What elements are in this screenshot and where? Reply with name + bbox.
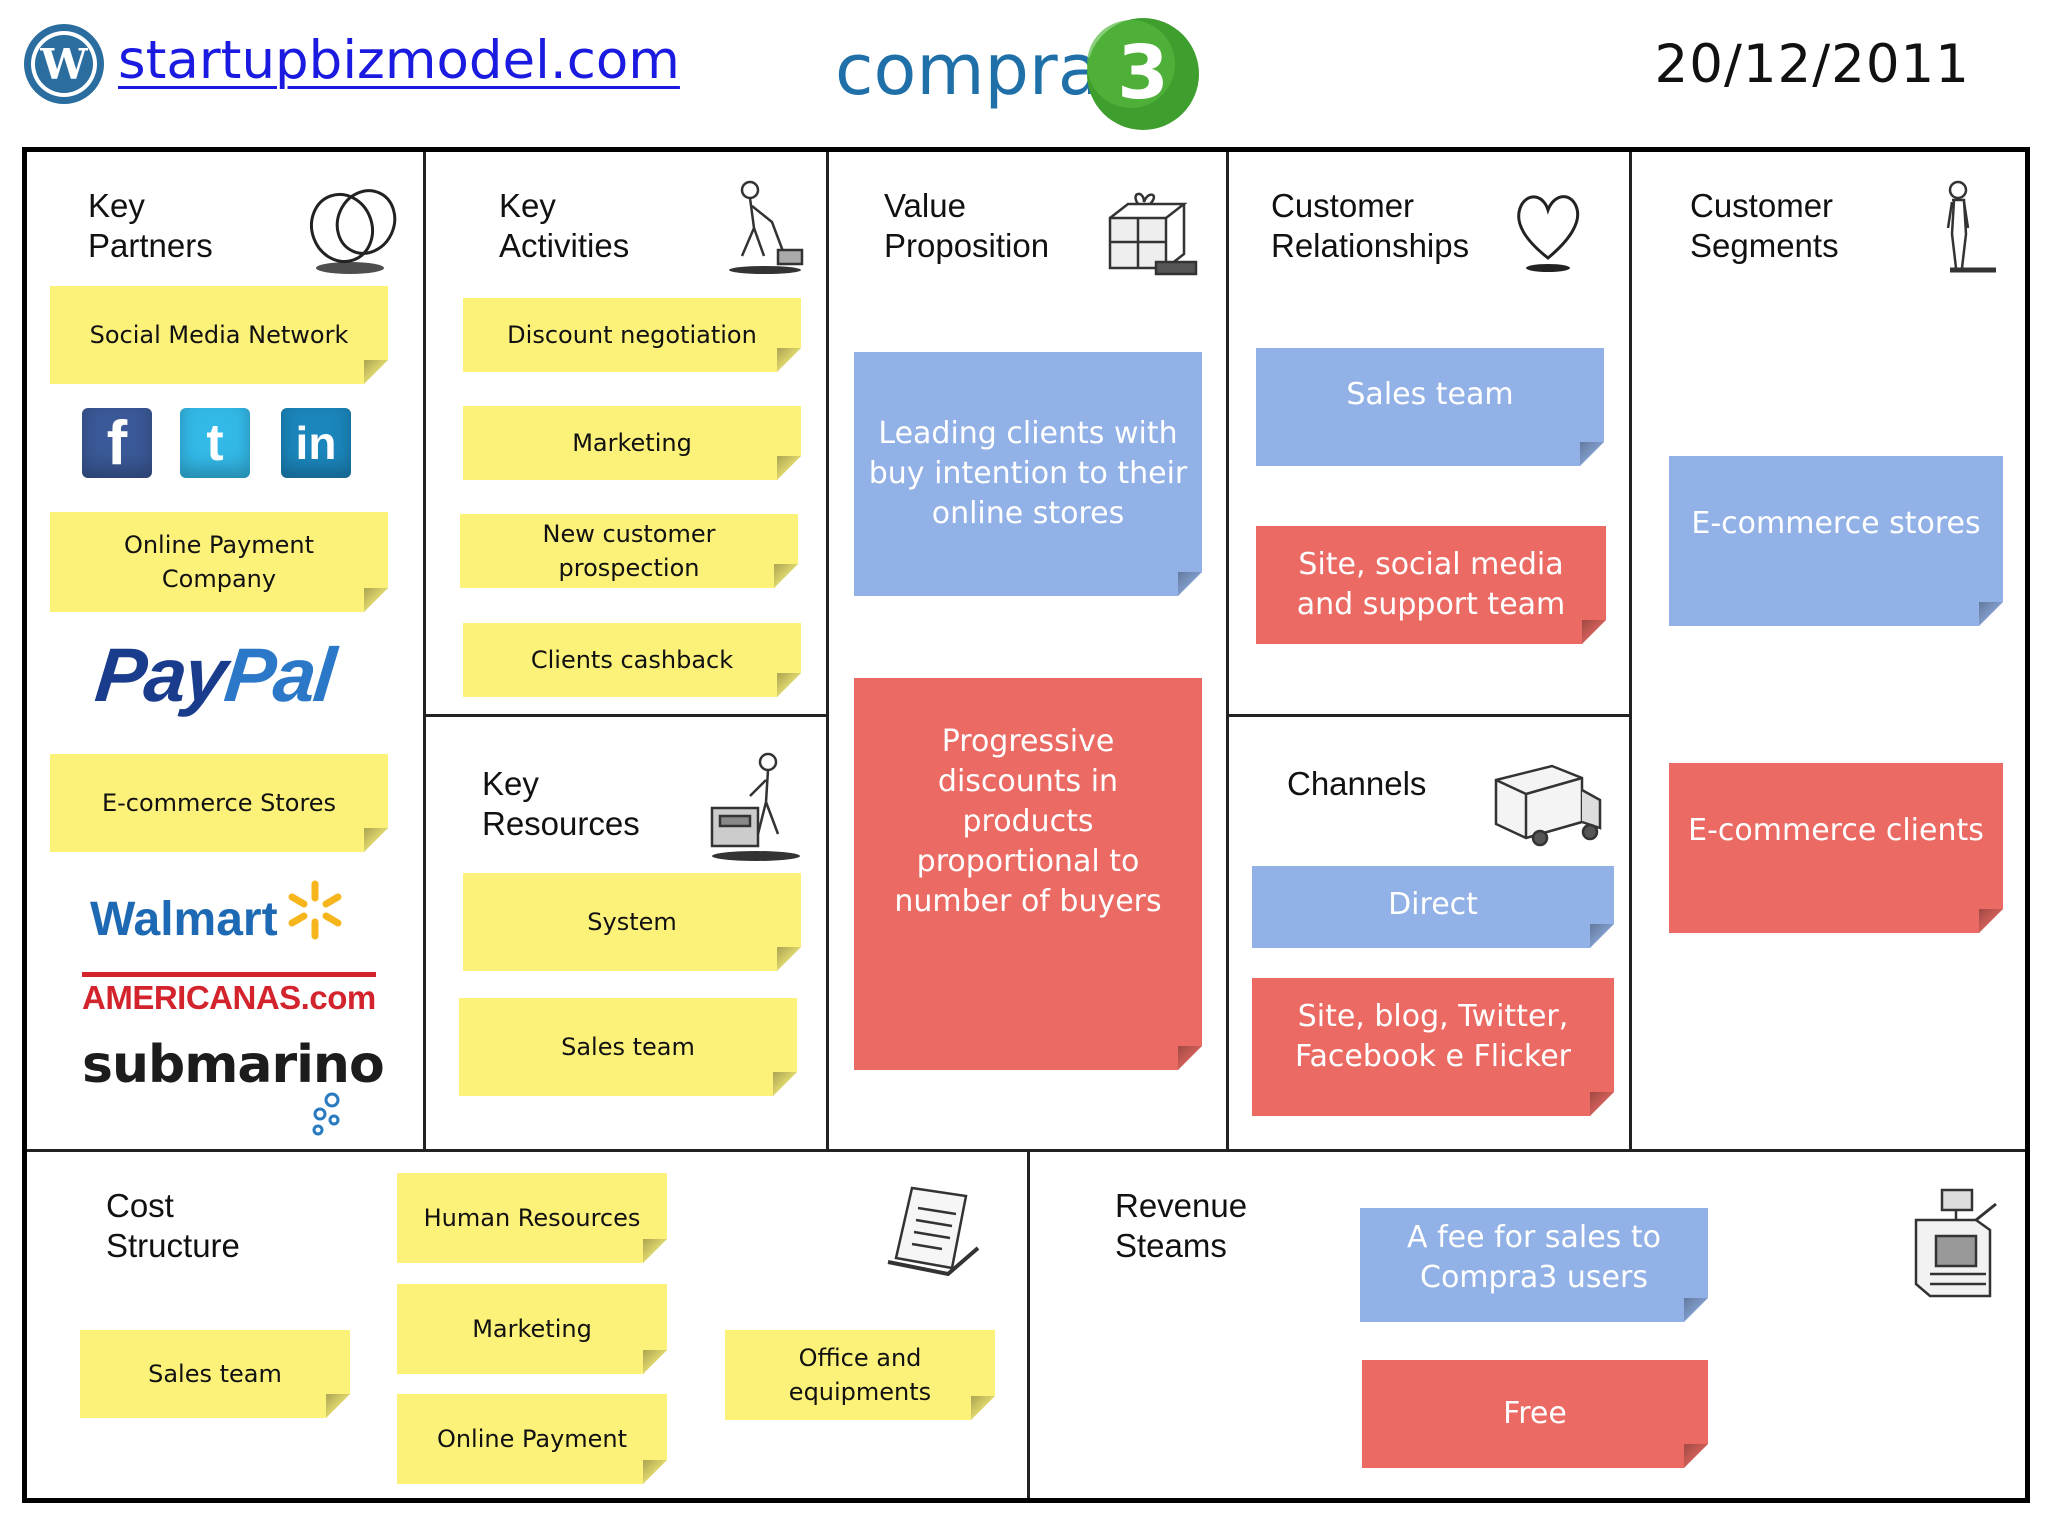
brand-badge: 3 xyxy=(1117,30,1169,116)
revenue-streams-note: Free xyxy=(1362,1360,1708,1468)
divider xyxy=(1629,152,1632,1152)
cost-structure-title: Cost Structure xyxy=(106,1187,240,1264)
cost-structure-note: Office and equipments xyxy=(725,1330,995,1420)
svg-text:W: W xyxy=(39,40,88,89)
bubbles-icon xyxy=(308,1090,348,1140)
submarino-logo: submarino xyxy=(82,1035,385,1095)
walmart-logo: Walmart xyxy=(90,893,278,946)
key-partners-note: Social Media Network xyxy=(50,286,388,384)
paypal-logo: PayPal xyxy=(91,633,338,718)
value-proposition-title: Value Proposition xyxy=(884,187,1050,264)
key-resources-title: Key Resources xyxy=(482,765,640,842)
divider xyxy=(1027,1150,1030,1498)
walmart-spark-icon xyxy=(285,880,345,940)
customer-segments-note: E-commerce stores xyxy=(1669,456,2003,626)
worker-machine-icon xyxy=(706,748,806,864)
facebook-icon: f xyxy=(82,408,152,478)
linkedin-icon: in xyxy=(281,408,351,478)
invoice-icon xyxy=(882,1178,994,1282)
key-activities-note: Marketing xyxy=(463,406,801,480)
revenue-streams-note: A fee for sales to Compra3 users xyxy=(1360,1208,1708,1322)
divider xyxy=(1226,152,1229,1152)
key-resources-note: System xyxy=(463,873,801,971)
key-activities-note: New customer prospection xyxy=(460,514,798,588)
key-partners-title: Key Partners xyxy=(88,187,213,264)
cost-structure-note: Sales team xyxy=(80,1330,350,1418)
channels-note: Direct xyxy=(1252,866,1614,948)
site-link[interactable]: startupbizmodel.com xyxy=(118,30,680,91)
cost-structure-note: Online Payment xyxy=(397,1394,667,1484)
cost-structure-note: Human Resources xyxy=(397,1173,667,1263)
business-model-canvas xyxy=(22,147,2030,1503)
twitter-icon: t xyxy=(180,408,250,478)
heart-icon xyxy=(1510,186,1586,274)
person-icon xyxy=(1930,178,2006,282)
wordpress-icon: W xyxy=(22,22,106,106)
canvas-date: 20/12/2011 xyxy=(1654,34,1970,95)
divider xyxy=(423,152,426,1152)
brand-text: compra xyxy=(835,29,1101,111)
customer-relationships-title: Customer Relationships xyxy=(1271,187,1470,264)
brand-logo: compra 3 xyxy=(835,8,1225,143)
customer-segments-note: E-commerce clients xyxy=(1669,763,2003,933)
channels-note: Site, blog, Twitter, Facebook e Flicker xyxy=(1252,978,1614,1116)
divider xyxy=(424,714,828,717)
key-partners-note: E-commerce Stores xyxy=(50,754,388,852)
revenue-streams-title: Revenue Steams xyxy=(1115,1187,1248,1264)
divider xyxy=(1227,714,1631,717)
cost-structure-note: Marketing xyxy=(397,1284,667,1374)
key-activities-note: Clients cashback xyxy=(463,623,801,697)
truck-icon xyxy=(1490,756,1606,852)
value-proposition-note: Leading clients with buy intention to th… xyxy=(854,352,1202,596)
customer-relationships-note: Site, social media and support team xyxy=(1256,526,1606,644)
value-proposition-note: Progressive discounts in products propor… xyxy=(854,678,1202,1070)
cash-register-icon xyxy=(1906,1184,2002,1312)
key-activities-note: Discount negotiation xyxy=(463,298,801,372)
key-resources-note: Sales team xyxy=(459,998,797,1096)
worker-icon xyxy=(720,176,810,276)
key-activities-title: Key Activities xyxy=(499,187,630,264)
key-partners-note: Online Payment Company xyxy=(50,512,388,612)
rings-icon xyxy=(300,178,410,278)
customer-segments-title: Customer Segments xyxy=(1690,187,1839,264)
customer-relationships-note: Sales team xyxy=(1256,348,1604,466)
divider xyxy=(27,1149,2025,1152)
gift-box-icon xyxy=(1100,188,1200,288)
divider xyxy=(826,152,829,1152)
americanas-logo: AMERICANAS.com xyxy=(82,972,376,1017)
channels-title: Channels xyxy=(1287,765,1427,802)
